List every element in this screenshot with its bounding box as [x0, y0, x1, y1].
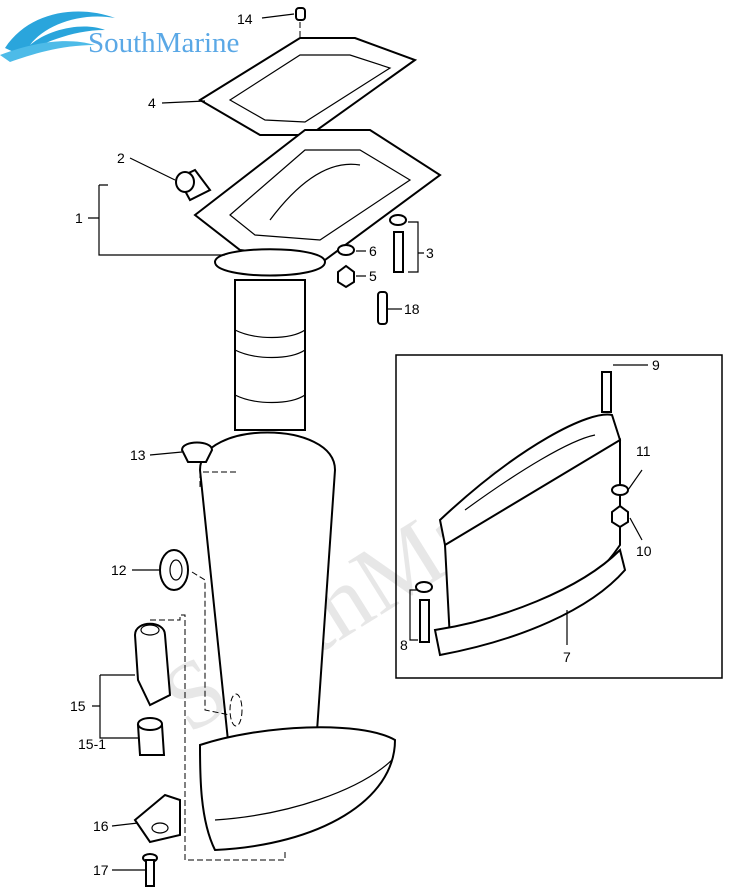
callout-1: 1 — [75, 210, 83, 226]
nut-5 — [337, 264, 355, 289]
callout-11: 11 — [636, 443, 651, 459]
callout-12: 12 — [111, 562, 127, 578]
housing-flange — [213, 248, 327, 277]
pin-18 — [377, 291, 388, 325]
exhaust-guide-1 — [193, 129, 442, 262]
logo-text: SouthMarine — [88, 27, 239, 59]
callout-7: 7 — [563, 649, 571, 665]
washer-11 — [611, 484, 629, 496]
cavitation-plate — [198, 726, 397, 852]
callout-6: 6 — [369, 243, 377, 259]
washer-3 — [389, 214, 407, 226]
callout-13: 13 — [130, 447, 146, 463]
plate-16 — [133, 793, 181, 844]
grommet-13 — [180, 441, 214, 463]
inset-frame — [395, 354, 723, 679]
callout-10: 10 — [636, 543, 652, 559]
nut-10 — [611, 504, 629, 529]
southmarine-logo: SouthMarine — [0, 11, 239, 62]
callout-18: 18 — [404, 301, 420, 317]
callout-8: 8 — [400, 637, 408, 653]
callout-17: 17 — [93, 862, 109, 878]
pin-14 — [295, 7, 306, 21]
callout-3: 3 — [426, 245, 434, 261]
stud-9 — [601, 371, 612, 413]
bolt-8 — [419, 599, 430, 643]
callout-5: 5 — [369, 268, 377, 284]
bolt-3 — [393, 231, 404, 273]
upper-casing — [234, 279, 306, 431]
callout-16: 16 — [93, 818, 109, 834]
washer-8 — [415, 581, 433, 593]
bracket-15 — [133, 622, 172, 707]
callout-14: 14 — [237, 11, 253, 27]
callout-15-1: 15-1 — [78, 736, 106, 752]
callout-15: 15 — [70, 698, 86, 714]
gasket-4 — [198, 37, 418, 136]
callout-4: 4 — [148, 95, 156, 111]
washer-6 — [337, 244, 355, 256]
callout-9: 9 — [652, 357, 660, 373]
rubber-seal-12 — [159, 549, 189, 591]
callout-2: 2 — [117, 150, 125, 166]
